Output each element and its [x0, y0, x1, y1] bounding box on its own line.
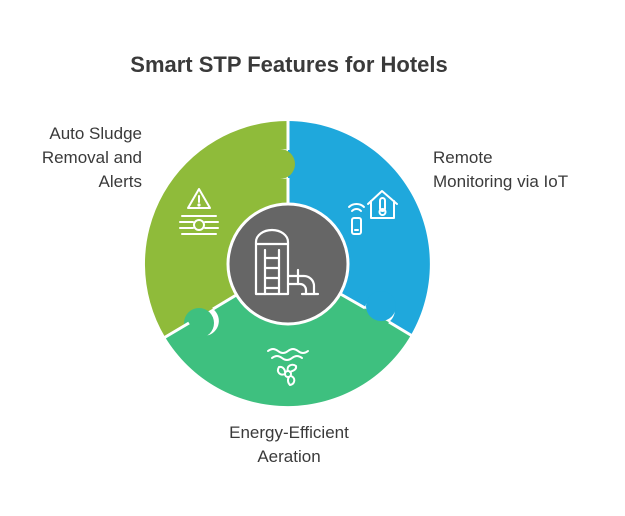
warning-valve-icon — [179, 188, 219, 235]
label-remote-monitoring: Remote Monitoring via IoT — [433, 146, 623, 194]
label-auto-sludge-removal: Auto Sludge Removal and Alerts — [0, 122, 142, 194]
label-line: Auto Sludge — [49, 124, 142, 143]
separator — [388, 320, 415, 339]
label-line: Removal and — [41, 148, 142, 167]
label-line: Aeration — [257, 447, 321, 466]
smart-home-thermometer-icon — [348, 190, 398, 235]
page-title: Smart STP Features for Hotels — [130, 52, 448, 77]
treatment-plant-tank-icon — [254, 228, 320, 296]
puzzle-knob — [366, 291, 396, 321]
label-line: Energy-Efficient — [229, 423, 349, 442]
label-line: Monitoring via IoT — [433, 172, 569, 191]
puzzle-knob — [184, 308, 214, 338]
puzzle-knob — [265, 149, 295, 179]
label-energy-efficient-aeration: Energy-Efficient Aeration — [180, 421, 398, 469]
separator — [161, 321, 190, 341]
water-fan-icon — [267, 348, 309, 386]
label-line: Alerts — [98, 172, 142, 191]
label-line: Remote — [433, 148, 493, 167]
